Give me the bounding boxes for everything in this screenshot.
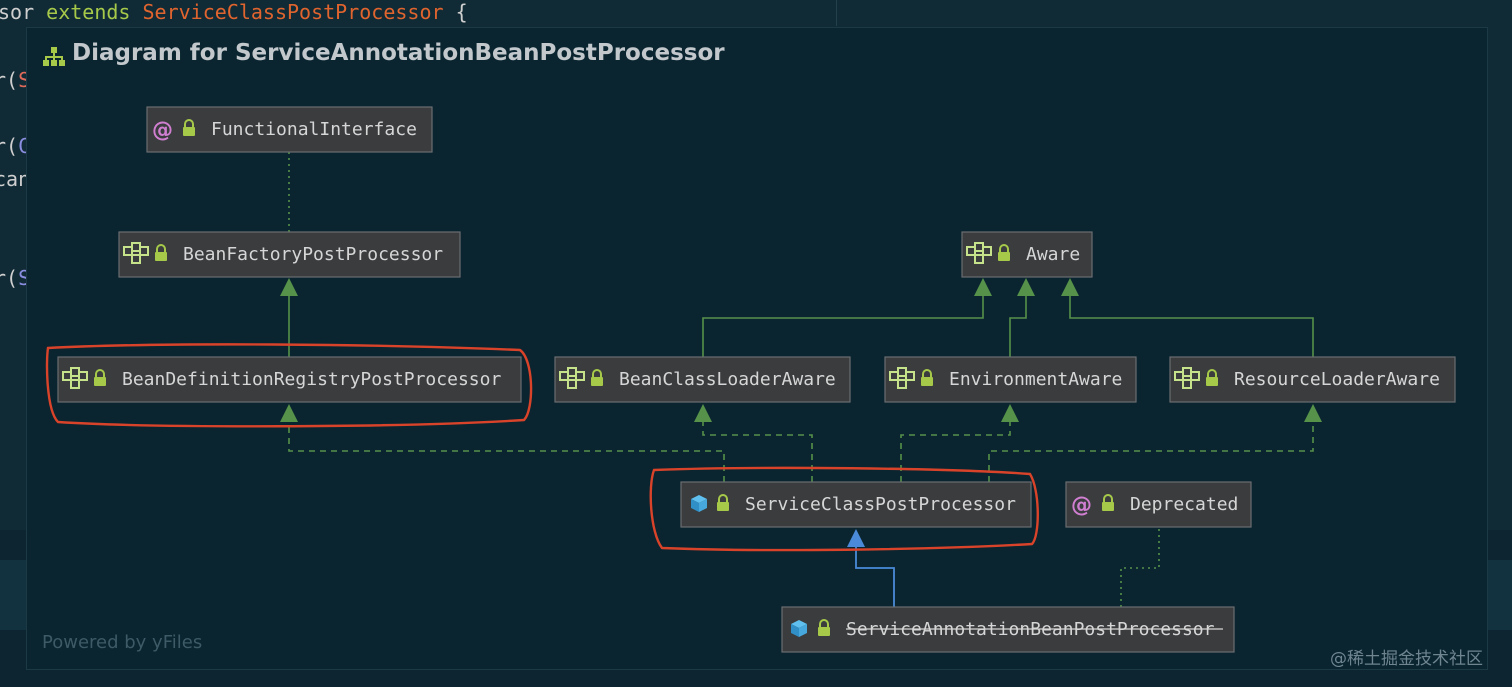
node-bean-factory-post-processor[interactable]: BeanFactoryPostProcessor [118, 231, 461, 278]
lock-icon [155, 244, 167, 261]
code-prefix: sor [0, 0, 47, 24]
node-label: BeanClassLoaderAware [619, 369, 836, 390]
interface-icon [1174, 367, 1200, 389]
node-environment-aware[interactable]: EnvironmentAware [884, 356, 1137, 403]
code-superclass-name: ServiceClassPostProcessor [142, 0, 444, 24]
powered-by-label: Powered by yFiles [42, 632, 203, 653]
lock-icon [94, 369, 106, 386]
node-functional-interface[interactable]: @ FunctionalInterface [146, 106, 433, 153]
node-label: EnvironmentAware [949, 369, 1122, 390]
edge-ea-aware [1009, 296, 1027, 357]
node-resource-loader-aware[interactable]: ResourceLoaderAware [1169, 356, 1456, 403]
node-deprecated[interactable]: @ Deprecated [1065, 481, 1252, 528]
code-fragment-3: can [0, 167, 31, 191]
node-label: BeanFactoryPostProcessor [183, 244, 443, 265]
node-bean-class-loader-aware[interactable]: BeanClassLoaderAware [554, 356, 851, 403]
lock-icon [998, 244, 1010, 261]
edge-sabpp-deprecated [1120, 528, 1160, 607]
code-suffix: { [443, 0, 468, 24]
arrow-aware-2 [1017, 278, 1035, 296]
edge-bcla-aware [702, 296, 984, 357]
class-icon [791, 620, 807, 637]
code-keyword-extends: extends [46, 0, 131, 24]
hierarchy-icon [43, 47, 65, 66]
highlight-bdrpp [45, 343, 533, 428]
interface-icon [123, 242, 149, 264]
lock-icon [1206, 369, 1218, 386]
arrow-scpp [847, 529, 865, 547]
edge-scpp-ea [900, 422, 1011, 482]
interface-icon [889, 367, 915, 389]
edge-scpp-bcla [702, 422, 813, 482]
arrow-aware-3 [1061, 278, 1079, 296]
arrow-ea [1001, 404, 1019, 422]
popup-title: Diagram for ServiceAnnotationBeanPostPro… [72, 40, 725, 66]
lock-icon [921, 369, 933, 386]
arrow-bdrpp [280, 404, 298, 422]
lock-icon [183, 119, 195, 136]
edge-rla-aware [1069, 296, 1314, 357]
node-label: ResourceLoaderAware [1234, 369, 1440, 390]
lock-icon [591, 369, 603, 386]
arrow-bcla [694, 404, 712, 422]
annotation-icon: @ [152, 118, 173, 142]
node-service-annotation-bean-post-processor[interactable]: ServiceAnnotationBeanPostProcessor [781, 606, 1235, 653]
node-aware[interactable]: Aware [961, 231, 1093, 278]
node-label: Deprecated [1130, 494, 1238, 515]
lock-icon [717, 494, 729, 511]
edge-scpp-rla [988, 422, 1314, 482]
arrow-rla [1304, 404, 1322, 422]
node-label: BeanDefinitionRegistryPostProcessor [122, 369, 501, 390]
editor-divider [836, 0, 837, 26]
edge-sabpp-scpp [855, 547, 895, 607]
node-label: Aware [1026, 244, 1080, 265]
interface-icon [966, 242, 992, 264]
interface-icon [559, 367, 585, 389]
interface-icon [62, 367, 88, 389]
arrow-bfpp [280, 278, 298, 296]
lock-icon [1102, 494, 1114, 511]
node-bean-definition-registry-post-processor[interactable]: BeanDefinitionRegistryPostProcessor [57, 356, 522, 403]
lock-icon [818, 619, 830, 636]
node-label: FunctionalInterface [211, 119, 417, 140]
code-line-class-declaration[interactable]: sor extends ServiceClassPostProcessor { [0, 0, 468, 24]
highlight-scpp [649, 466, 1039, 552]
node-label: ServiceClassPostProcessor [745, 494, 1016, 515]
node-service-class-post-processor[interactable]: ServiceClassPostProcessor [680, 481, 1032, 528]
annotation-icon: @ [1071, 493, 1092, 517]
edge-scpp-bdrpp [288, 422, 725, 482]
watermark: @稀土掘金技术社区 [1330, 649, 1483, 669]
class-icon [691, 495, 707, 512]
arrow-aware-1 [974, 278, 992, 296]
